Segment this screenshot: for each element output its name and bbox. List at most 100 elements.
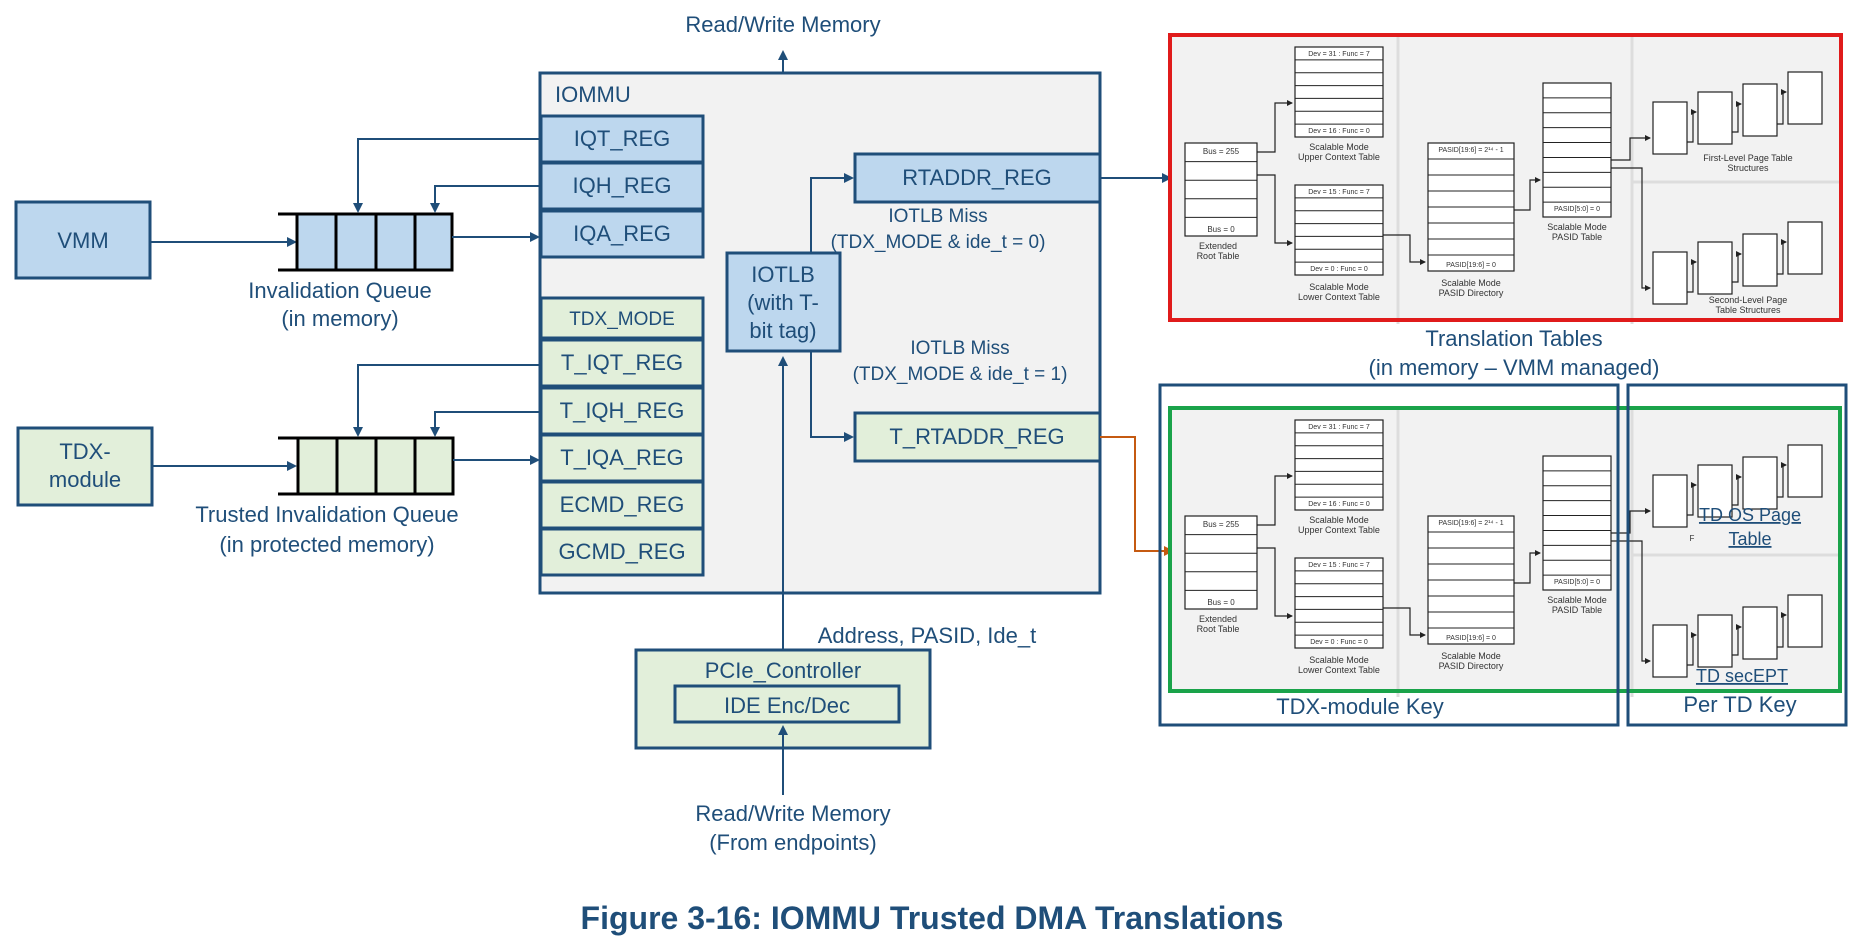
first-level-pages-link [1687,109,1697,143]
upper-ctx-bottom-label: Dev = 16 : Func = 0 [1308,501,1370,508]
t-iqa-reg-label: T_IQA_REG [560,445,683,470]
pasid-dir-top-label: PASID[19:6] = 2¹⁴ - 1 [1438,520,1503,527]
first-level-pages [1652,71,1823,155]
iqt-reg-label: IQT_REG [574,126,671,151]
lower-ctx-bottom-label: Dev = 0 : Func = 0 [1310,639,1368,646]
pasid-dir-label-1: Scalable Mode [1441,651,1501,661]
pasid-tbl-label-2: PASID Table [1552,232,1602,242]
lower-ctx-to-pasid-dir-arrow [1383,607,1426,638]
first-level-pages-page [1652,101,1688,155]
iotlb-miss-1-line-2: (TDX_MODE & ide_t = 1) [853,364,1068,385]
register-ecmd-reg: ECMD_REG [539,480,705,530]
register-iqh-reg: IQH_REG [539,161,705,211]
upper-context-table-frame [1294,46,1384,138]
first-level-pages-page [1697,464,1733,518]
t-iqh-reg-label: T_IQH_REG [560,398,685,423]
second-level-pages-link [1732,624,1742,656]
second-level-pages-page [1652,251,1688,305]
lower-ctx-label-1: Scalable Mode [1309,282,1369,292]
register-t-iqt-reg: T_IQT_REG [539,338,705,388]
pasid-table-frame [1542,455,1612,591]
upper-ctx-label-1: Scalable Mode [1309,515,1369,525]
lower-ctx-top-label: Dev = 15 : Func = 7 [1308,562,1370,569]
iotlb-miss-1-line-1: IOTLB Miss [910,338,1009,359]
upper-context-table-frame [1294,419,1384,511]
translation-tables-caption-2: (in memory – VMM managed) [1369,355,1660,380]
t-iqh-to-queue-arrow [430,411,541,437]
first-level-pages-page [1742,456,1778,510]
first-level-pages-page [1787,444,1823,498]
lower-context-table-frame [1294,184,1384,276]
tdx-tables-green-border [1168,406,1842,693]
second-level-pages-link [1777,612,1787,648]
t-rtaddr-to-tdx-tables-arrow [1100,436,1174,556]
tdx-module-key-box [1158,383,1620,727]
first-level-pages-link [1732,101,1742,133]
pasid-table [1542,455,1612,591]
td-os-page-label-1: TD OS Page [1699,505,1801,525]
lower-ctx-label-2: Lower Context Table [1298,292,1380,302]
iotlb-line-2: (with T- [747,290,819,315]
iotlb-miss-0-line-1: IOTLB Miss [888,206,987,227]
second-level-pages-page [1697,241,1733,295]
second-level-pages-page [1697,614,1733,668]
iotlb-miss-0-line-2: (TDX_MODE & ide_t = 0) [831,232,1046,253]
pasid-dir-label-2: PASID Directory [1439,288,1504,298]
second-level-pages-link [1687,632,1697,666]
first-level-pages-page [1697,91,1733,145]
upper-ctx-label-2: Upper Context Table [1298,152,1380,162]
pasid-tbl-bottom-label: PASID[5:0] = 0 [1554,579,1600,586]
lower-ctx-bottom-label: Dev = 0 : Func = 0 [1310,266,1368,273]
iotlb-line-1: IOTLB [751,262,815,287]
pasid-to-first-level-arrow [1611,135,1651,161]
register-t-rtaddr-reg: T_RTADDR_REG [853,411,1102,463]
invalidation-queue-label-1: Invalidation Queue [248,278,431,303]
vmm-label: VMM [57,228,108,253]
t-iqt-to-queue-arrow [353,364,541,437]
tdx-module-box: TDX- module [16,426,154,507]
pasid-table [1542,82,1612,218]
pasid-to-second-level-arrow [1611,167,1651,291]
t-iqt-reg-label: T_IQT_REG [561,350,683,375]
pasid-dir-bottom-label: PASID[19:6] = 0 [1446,635,1496,642]
root-bus-bottom-label: Bus = 0 [1207,598,1235,607]
invalidation-queue [278,212,454,272]
extended-root-table [1184,515,1258,610]
lower-ctx-top-label: Dev = 15 : Func = 7 [1308,189,1370,196]
lower-context-table [1294,557,1384,649]
upper-context-table [1294,419,1384,511]
lower-ctx-label-2: Lower Context Table [1298,665,1380,675]
ecmd-reg-label: ECMD_REG [560,492,685,517]
pasid-dir-to-table-arrow [1514,177,1541,211]
trusted-queue-label-1: Trusted Invalidation Queue [195,502,458,527]
per-td-key-box [1626,383,1848,727]
tdx-module-label-2: module [49,467,121,492]
upper-ctx-bottom-label: Dev = 16 : Func = 0 [1308,128,1370,135]
iotlb-miss-1-arrow [810,351,854,442]
trusted-invalidation-queue [278,436,455,496]
trusted-queue-label-2: (in protected memory) [219,532,434,557]
vmm-box: VMM [14,200,152,280]
second-level-pages-link [1732,251,1742,283]
pasid-tbl-label-1: Scalable Mode [1547,222,1607,232]
root-bus-bottom-label: Bus = 0 [1207,225,1235,234]
first-level-pages-page [1652,474,1688,528]
lower-context-table-frame [1294,557,1384,649]
first-level-pages [1652,444,1823,528]
register-tdx-mode: TDX_MODE [539,296,705,340]
top-read-write-label: Read/Write Memory [685,12,880,37]
td-sec-ept-label: TD secEPT [1696,666,1788,686]
register-t-iqa-reg: T_IQA_REG [539,433,705,483]
pcie-address-label: Address, PASID, Ide_t [818,623,1036,648]
tdx-module-label-1: TDX- [59,439,110,464]
iotlb-miss-0-arrow [810,173,854,253]
pasid-tbl-label-2: PASID Table [1552,605,1602,615]
tdx-module-key-label: TDX-module Key [1276,694,1444,719]
extended-root-table-frame [1184,142,1258,237]
root-to-lower-arrow [1257,547,1293,619]
ide-enc-dec-box [673,684,901,724]
